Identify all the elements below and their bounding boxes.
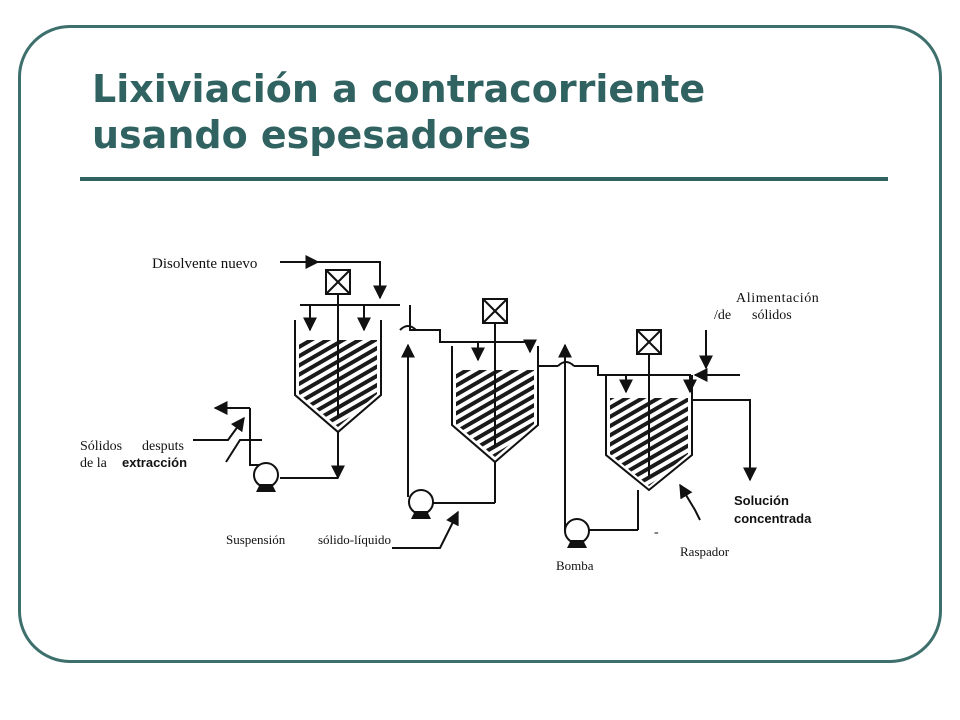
pump-1 bbox=[253, 462, 279, 492]
label-spent-solids-line2-b: extracción bbox=[122, 455, 187, 470]
thickener-3 bbox=[605, 329, 693, 530]
label-concentrated-line1: Solución bbox=[734, 493, 789, 508]
label-spent-solids-line1: Sólidos bbox=[80, 439, 122, 454]
label-fresh-solvent: Disolvente nuevo bbox=[152, 256, 257, 272]
pump-2 bbox=[408, 489, 434, 519]
pump-icon bbox=[253, 462, 279, 488]
thickener-1 bbox=[294, 269, 382, 480]
title-underline bbox=[80, 177, 888, 181]
label-slurry-a: Suspensión bbox=[226, 532, 286, 547]
pump-icon bbox=[564, 518, 590, 544]
label-feed-line1: Alimentación bbox=[736, 291, 819, 306]
title-line-1: Lixiviación a contracorriente bbox=[92, 67, 706, 111]
label-feed-line2-b: sólidos bbox=[752, 308, 792, 323]
pump-3 bbox=[564, 518, 590, 548]
label-spent-solids-line1b: desputs bbox=[142, 439, 184, 454]
label-scraper: Raspador bbox=[680, 544, 730, 559]
pump-icon bbox=[408, 489, 434, 515]
label-spent-solids-line2-a: de la bbox=[80, 456, 108, 471]
label-slurry-b: sólido-líquido bbox=[318, 532, 391, 547]
thickener-2 bbox=[451, 298, 539, 503]
slide-title: Lixiviación a contracorriente usando esp… bbox=[92, 66, 705, 158]
label-pump: Bomba bbox=[556, 558, 594, 573]
slide-frame bbox=[18, 25, 942, 663]
label-feed-line2-a: /de bbox=[714, 308, 731, 323]
label-dash-mark: - bbox=[654, 525, 659, 540]
label-concentrated-line2: concentrada bbox=[734, 511, 812, 526]
title-line-2: usando espesadores bbox=[92, 113, 531, 157]
